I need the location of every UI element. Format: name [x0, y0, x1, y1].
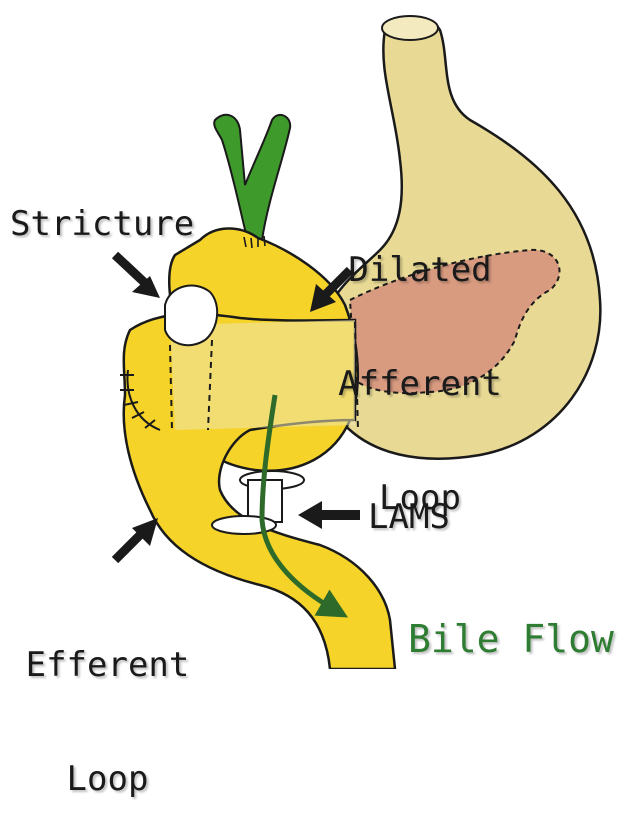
- label-stricture: Stricture: [10, 205, 194, 243]
- label-efferent-line1: Efferent: [20, 646, 195, 684]
- eus-gastroenterostomy-diagram: [0, 0, 629, 669]
- label-efferent-line2: Loop: [20, 760, 195, 798]
- label-lams: LAMS: [368, 498, 450, 536]
- stricture-pointer-arrow: [115, 255, 160, 298]
- efferent-loop-pointer-arrow: [115, 518, 158, 560]
- label-dilated-line2: Afferent: [335, 365, 505, 403]
- bile-duct: [214, 115, 290, 242]
- label-bile-flow: Bile Flow: [408, 620, 614, 658]
- label-efferent-loop: Efferent Loop: [20, 570, 195, 836]
- stomach-cardia-opening: [382, 16, 438, 40]
- stricture-opening: [165, 286, 217, 346]
- label-dilated-line1: Dilated: [335, 251, 505, 289]
